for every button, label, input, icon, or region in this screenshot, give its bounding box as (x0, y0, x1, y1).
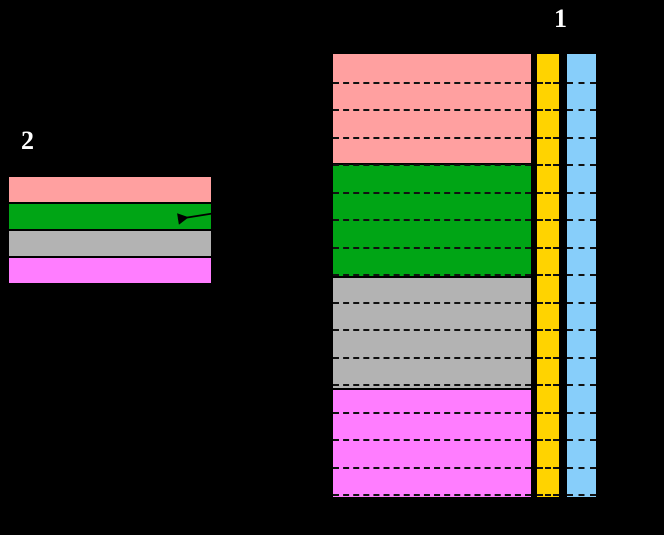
panel-label-1: 1 (554, 4, 567, 33)
mini-bar-gray (8, 230, 212, 257)
pink-band (333, 54, 531, 164)
blue-fill (567, 54, 596, 497)
main-stacked-column (332, 53, 532, 498)
yellow-fill (537, 54, 559, 497)
mini-bar-pink (8, 176, 212, 203)
panel-label-2: 2 (21, 126, 34, 155)
yellow-column (536, 53, 560, 498)
blue-column (566, 53, 597, 498)
magenta-band (333, 389, 531, 497)
gray-band (333, 277, 531, 389)
pointer-arrow-icon (177, 211, 223, 225)
green-band (333, 164, 531, 277)
mini-bar-magenta (8, 257, 212, 284)
